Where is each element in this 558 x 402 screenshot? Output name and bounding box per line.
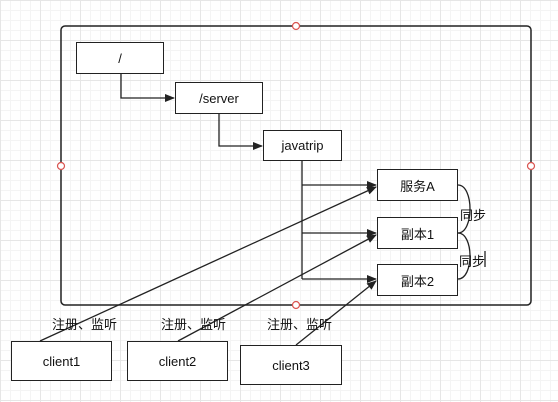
register-watch-label-1: 注册、监听 (52, 318, 118, 333)
edge-client2-replica-1 (177, 234, 377, 342)
node-replica-1[interactable]: 副本1 (377, 217, 458, 249)
node-service-a[interactable]: 服务A (377, 169, 458, 201)
handle-bottom[interactable] (291, 300, 301, 310)
node-replica-2[interactable]: 副本2 (377, 264, 458, 296)
register-watch-label-2: 注册、监听 (161, 318, 227, 333)
edge-client1-service-a (39, 186, 377, 342)
sync-bracket-1 (457, 184, 471, 234)
node-client3[interactable]: client3 (240, 345, 342, 385)
node-server[interactable]: /server (175, 82, 263, 114)
handle-top[interactable] (291, 21, 301, 31)
sync-label-1: 同步 (460, 209, 487, 224)
handle-right[interactable] (526, 161, 536, 171)
edge-client3-replica-2 (295, 280, 377, 346)
node-client2[interactable]: client2 (127, 341, 228, 381)
edge-root-server (120, 74, 175, 102)
edge-server-app (218, 114, 263, 150)
handle-left[interactable] (56, 161, 66, 171)
node-client1[interactable]: client1 (11, 341, 112, 381)
register-watch-label-3: 注册、监听 (267, 318, 333, 333)
sync-label-2: 同步 (459, 255, 486, 270)
sync-bracket-2 (457, 232, 471, 280)
node-javatrip[interactable]: javatrip (263, 130, 342, 161)
node-root[interactable]: / (76, 42, 164, 74)
